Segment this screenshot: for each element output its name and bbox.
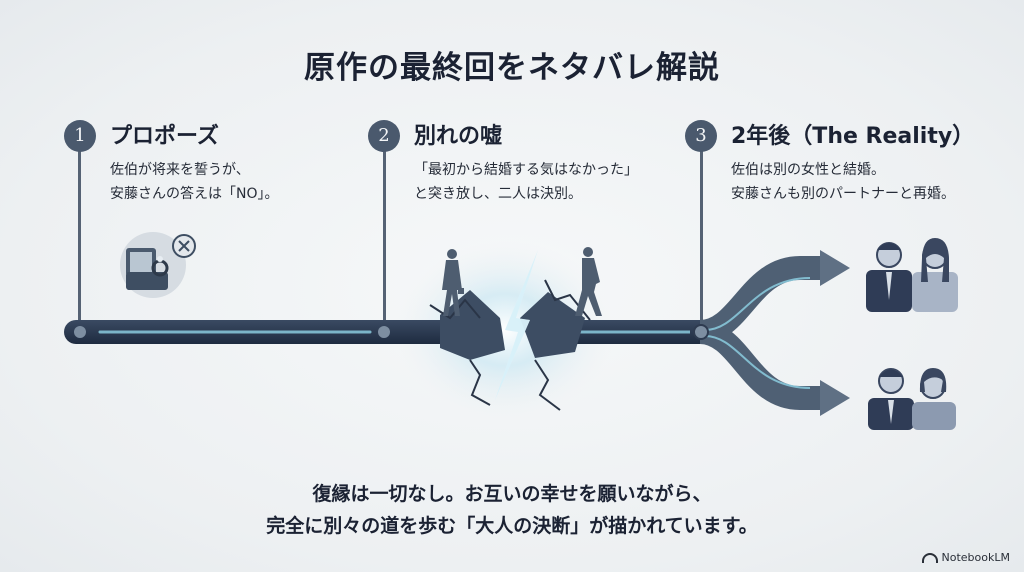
summary-text: 復縁は一切なし。お互いの幸せを願いながら、 完全に別々の道を歩む「大人の決断」が… xyxy=(0,478,1024,542)
step-2-badge: 2 xyxy=(368,120,400,152)
summary-line-2: 完全に別々の道を歩む「大人の決断」が描かれています。 xyxy=(266,515,758,537)
brand-watermark: NotebookLM xyxy=(921,551,1010,564)
crack-icon xyxy=(429,250,591,411)
step-3-badge: 3 xyxy=(685,120,717,152)
step-2-desc-line-2: と突き放し、二人は決別。 xyxy=(414,186,582,202)
node-3 xyxy=(693,324,709,340)
notebooklm-logo-icon xyxy=(921,552,938,563)
woman-walking-icon xyxy=(442,249,464,316)
step-2-description: 「最初から結婚する気はなかった」 と突き放し、二人は決別。 xyxy=(414,158,638,206)
stem-1 xyxy=(78,150,81,330)
step-1-desc-line-1: 佐伯が将来を誓うが、 xyxy=(110,162,250,178)
page-title: 原作の最終回をネタバレ解説 xyxy=(304,50,720,86)
couple-1-icon xyxy=(866,238,958,312)
step-1-desc-line-2: 安藤さんの答えは「NO」。 xyxy=(110,186,279,202)
couple-2-icon xyxy=(868,368,956,430)
diverging-paths-icon xyxy=(698,250,850,416)
step-2-title: 別れの嘘 xyxy=(414,123,503,149)
step-3-desc-line-2: 安藤さんも別のパートナーと再婚。 xyxy=(731,186,955,202)
step-3-description: 佐伯は別の女性と結婚。 安藤さんも別のパートナーと再婚。 xyxy=(731,158,955,206)
summary-line-1: 復縁は一切なし。お互いの幸せを願いながら、 xyxy=(312,483,712,505)
step-3-desc-line-1: 佐伯は別の女性と結婚。 xyxy=(731,162,885,178)
ring-box-rejected-icon xyxy=(120,232,196,298)
stem-3 xyxy=(700,150,703,330)
stem-2 xyxy=(383,150,386,330)
man-walking-icon xyxy=(575,247,602,316)
step-1-description: 佐伯が将来を誓うが、 安藤さんの答えは「NO」。 xyxy=(110,158,279,206)
step-1-title: プロポーズ xyxy=(110,123,219,149)
brand-label: NotebookLM xyxy=(941,551,1010,564)
step-3-title: 2年後（The Reality） xyxy=(731,124,975,149)
node-1 xyxy=(74,326,86,338)
step-1-badge: 1 xyxy=(64,120,96,152)
step-2-desc-line-1: 「最初から結婚する気はなかった」 xyxy=(414,162,638,178)
node-2 xyxy=(378,326,390,338)
